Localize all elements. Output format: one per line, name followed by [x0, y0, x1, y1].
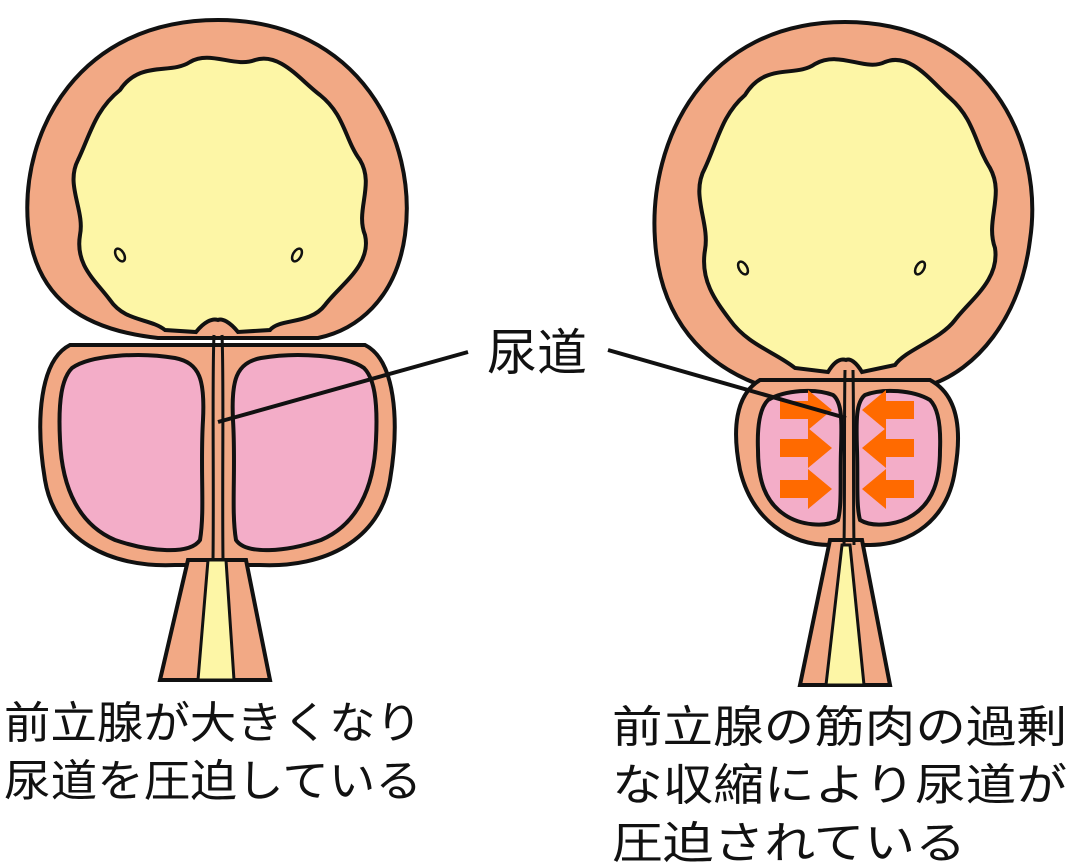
- right-caption-line-3: 圧迫されている: [612, 818, 966, 865]
- left-caption: 前立腺が大きくなり 尿道を圧迫している: [4, 698, 422, 807]
- left-caption-line-1: 前立腺が大きくなり: [4, 698, 422, 749]
- left-illustration: [27, 20, 406, 680]
- left-caption-line-2: 尿道を圧迫している: [4, 756, 422, 807]
- right-illustration: [654, 22, 1032, 685]
- right-caption-line-2: な収縮により尿道が: [612, 760, 1067, 811]
- right-caption: 前立腺の筋肉の過剰 な収縮により尿道が 圧迫されている: [612, 702, 1067, 865]
- left-bladder-lumen: [74, 58, 366, 332]
- right-caption-line-1: 前立腺の筋肉の過剰: [612, 702, 1067, 753]
- urethra-label: 尿道: [487, 324, 587, 382]
- right-bladder-lumen: [699, 59, 995, 372]
